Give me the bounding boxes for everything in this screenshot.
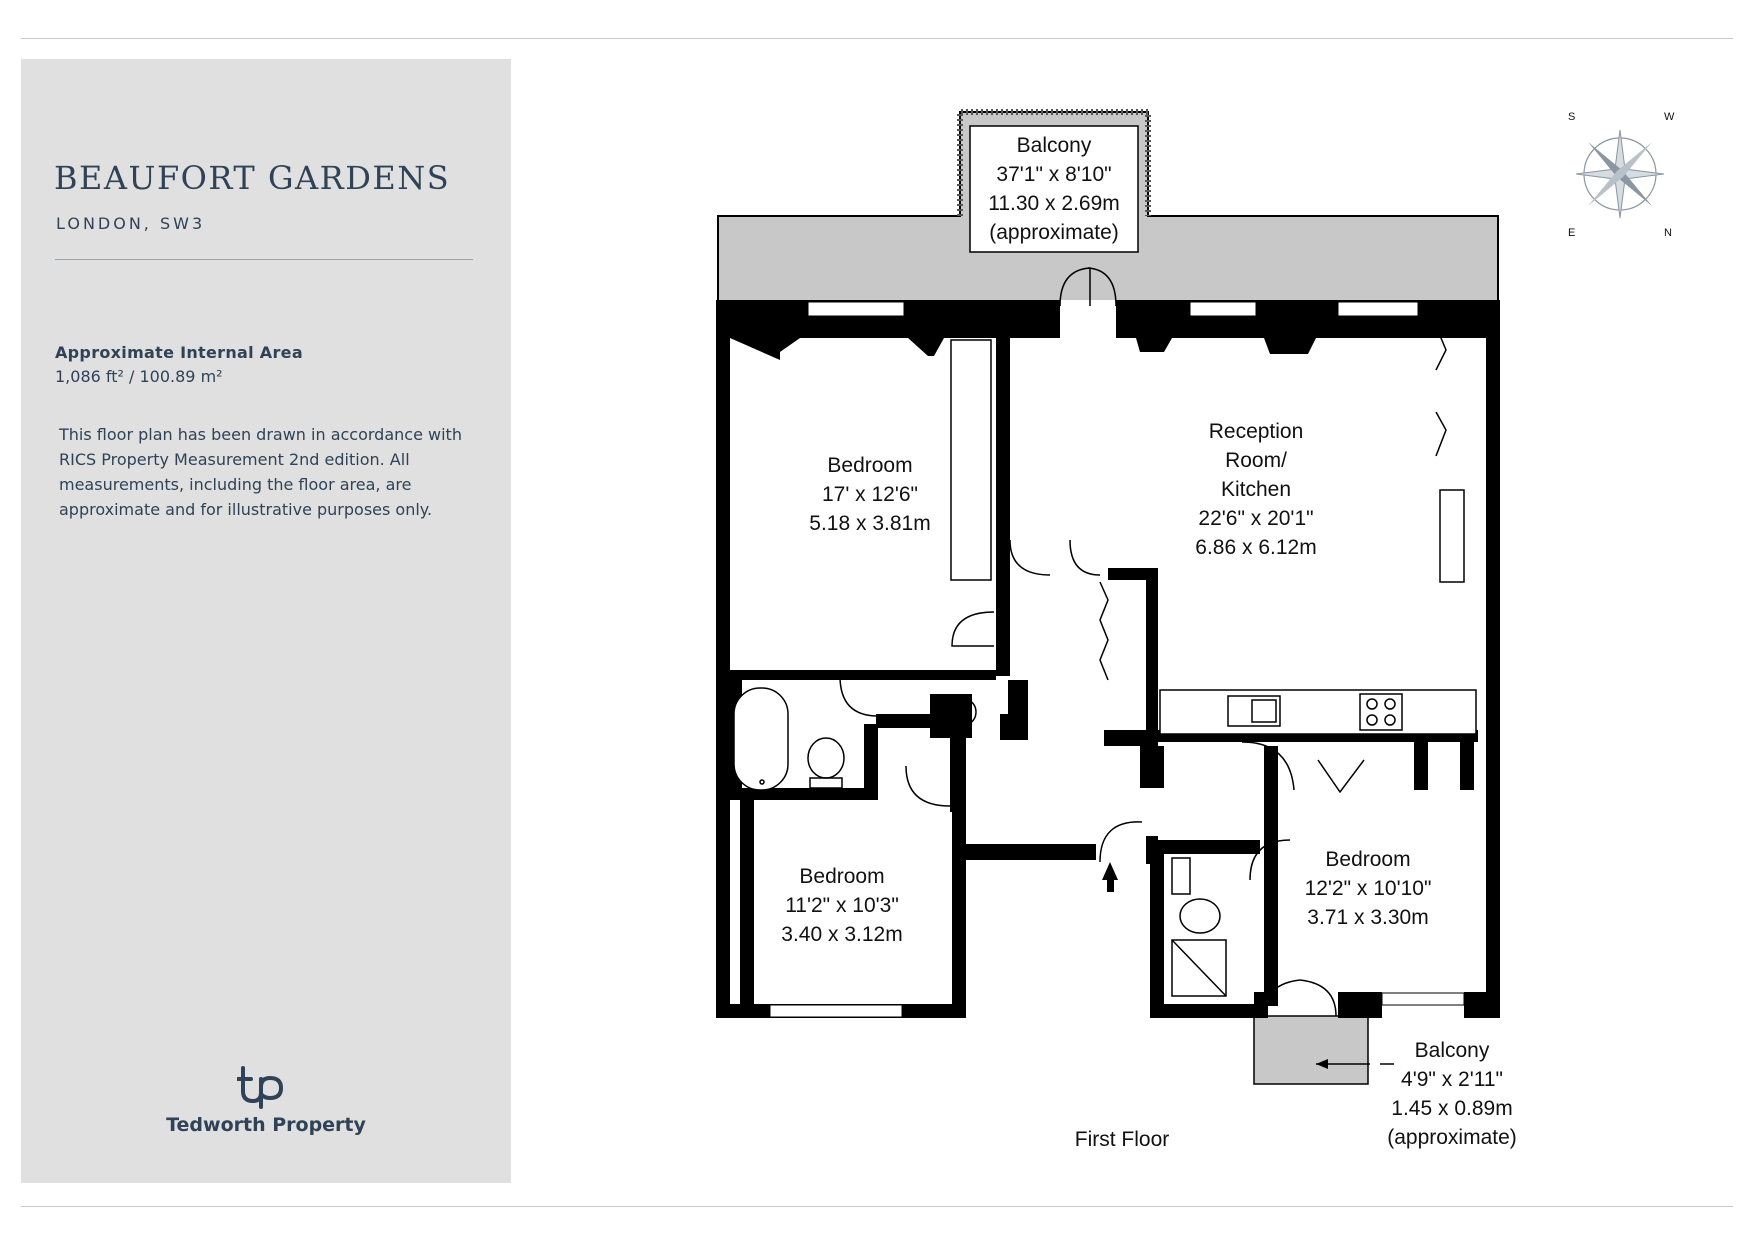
- small-balcony-area: [1253, 1015, 1394, 1085]
- compass-rose-icon: S W E N: [1568, 111, 1675, 239]
- reception-metric: 6.86 x 6.12m: [1195, 536, 1316, 559]
- disclaimer-text: This floor plan has been drawn in accord…: [59, 425, 462, 519]
- compass-e: E: [1568, 227, 1575, 239]
- bedroom-3-imperial: 12'2" x 10'10": [1305, 877, 1432, 900]
- balcony-door-right: [1087, 267, 1117, 307]
- top-balcony-area: [717, 109, 1499, 300]
- balcony-top-label: Balcony: [1017, 134, 1092, 157]
- bedroom-1-label: Bedroom: [827, 454, 912, 477]
- brand-name: Tedworth Property: [166, 1114, 366, 1136]
- reception-label-1: Reception: [1209, 420, 1304, 443]
- info-panel: BEAUFORT GARDENS LONDON, SW3 Approximate…: [21, 59, 511, 1183]
- reception-imperial: 22'6" x 20'1": [1198, 507, 1313, 530]
- panel-divider: [55, 259, 473, 260]
- bedroom-2-label: Bedroom: [799, 865, 884, 888]
- balcony-top-imperial: 37'1" x 8'10": [996, 163, 1111, 186]
- hob-icon: [1359, 693, 1403, 731]
- wardrobe-doors-bedroom-3: [1317, 759, 1365, 794]
- bottom-rule: [21, 1206, 1733, 1207]
- balcony-label-box: [969, 125, 1139, 253]
- bedroom-1-imperial: 17' x 12'6": [822, 483, 918, 506]
- balcony-small-label: Balcony: [1415, 1039, 1490, 1062]
- balcony-small-note: (approximate): [1387, 1126, 1517, 1149]
- basin-icon: [955, 699, 977, 725]
- floor-label: First Floor: [1075, 1128, 1170, 1151]
- balcony-small-imperial: 4'9" x 2'11": [1401, 1068, 1503, 1091]
- compass-n: N: [1664, 227, 1672, 239]
- entrance-door: [1099, 821, 1143, 863]
- top-rule: [21, 38, 1733, 39]
- bedroom-1-metric: 5.18 x 3.81m: [809, 512, 930, 535]
- sink-icon: [1227, 695, 1281, 727]
- bedroom-3-metric: 3.71 x 3.30m: [1307, 906, 1428, 929]
- toilet-icon-2: [1179, 898, 1221, 934]
- doors: [839, 267, 1447, 1017]
- kitchen-counter: [1159, 689, 1477, 735]
- reception-label-2: Room/: [1225, 449, 1287, 472]
- wardrobe-bedroom-1: [950, 339, 992, 581]
- property-location: LONDON, SW3: [56, 214, 206, 233]
- property-title: BEAUFORT GARDENS: [54, 159, 451, 197]
- walls: [716, 300, 1500, 1018]
- bedroom-2-metric: 3.40 x 3.12m: [781, 923, 902, 946]
- bedroom-2-imperial: 11'2" x 10'3": [785, 894, 899, 917]
- reception-label-3: Kitchen: [1221, 478, 1291, 501]
- toilet-icon: [807, 737, 845, 779]
- area-label: Approximate Internal Area: [55, 343, 303, 362]
- bedroom-3-label: Bedroom: [1325, 848, 1410, 871]
- cupboard-doors: [1099, 581, 1109, 681]
- balcony-top-note: (approximate): [989, 221, 1119, 244]
- room-labels: Balcony 37'1" x 8'10" 11.30 x 2.69m (app…: [781, 134, 1516, 1151]
- tp-logo-icon: [237, 1066, 284, 1109]
- bathtub-icon: [733, 687, 789, 791]
- shower-tray-icon: [1171, 939, 1227, 997]
- reception-door: [1009, 539, 1051, 576]
- area-value: 1,086 ft² / 100.89 m²: [55, 367, 223, 386]
- compass-w: W: [1664, 111, 1675, 123]
- balcony-top-metric: 11.30 x 2.69m: [988, 192, 1120, 215]
- entrance-arrow-icon: [1102, 862, 1118, 892]
- shelving-unit: [1439, 489, 1465, 583]
- balcony-small-metric: 1.45 x 0.89m: [1391, 1097, 1512, 1120]
- fixtures: [733, 339, 1477, 997]
- compass-s: S: [1568, 111, 1575, 123]
